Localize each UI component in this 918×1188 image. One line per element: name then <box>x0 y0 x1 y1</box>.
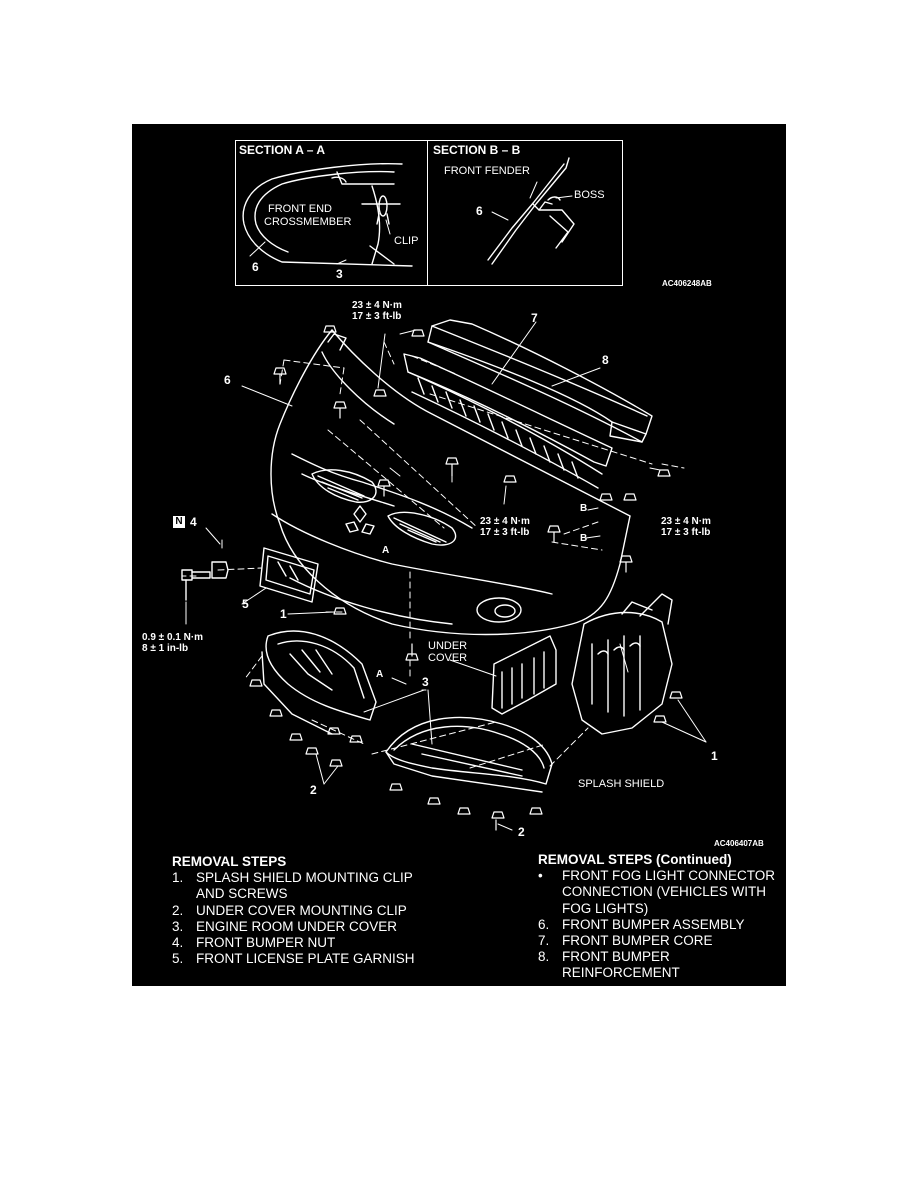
torque-spec-nut: 0.9 ± 0.1 N·m 8 ± 1 in-lb <box>142 632 203 654</box>
callout-5: 5 <box>242 597 249 611</box>
front-end-label-line2: CROSSMEMBER <box>264 216 352 228</box>
removal-steps-right: REMOVAL STEPS (Continued) • FRONT FOG LI… <box>538 852 784 982</box>
exploded-view-art <box>181 157 707 831</box>
callout-7: 7 <box>531 311 538 325</box>
splash-shield-label: SPLASH SHIELD <box>578 778 665 790</box>
front-bumper-drawing <box>270 329 631 636</box>
front-end-label-line1: FRONT END <box>268 203 332 215</box>
section-inset-divider <box>427 140 428 286</box>
callout-1-left: 1 <box>280 607 287 621</box>
clip-label: CLIP <box>394 235 419 247</box>
main-figure-code: AC406407AB <box>714 839 764 848</box>
section-b-leaders <box>491 181 573 221</box>
callout-8: 8 <box>602 353 609 367</box>
leader-lines <box>185 321 707 831</box>
callout-6: 6 <box>224 373 231 387</box>
torque-spec-top: 23 ± 4 N·m 17 ± 3 ft-lb <box>352 300 402 322</box>
removal-steps-heading: REMOVAL STEPS <box>172 854 287 869</box>
boss-label: BOSS <box>574 189 605 201</box>
section-b-drawing <box>487 157 575 265</box>
removal-step: 2. UNDER COVER MOUNTING CLIP <box>172 902 407 918</box>
torque-right-nm: 23 ± 4 N·m <box>661 516 711 527</box>
torque-top-ftlb: 17 ± 3 ft-lb <box>352 311 402 322</box>
section-b-marker-bottom: B <box>580 533 588 544</box>
torque-nut-inlb: 8 ± 1 in-lb <box>142 643 189 654</box>
section-a-callout-3: 3 <box>336 267 343 281</box>
callout-4: 4 <box>190 515 197 529</box>
torque-spec-right: 23 ± 4 N·m 17 ± 3 ft-lb <box>661 516 711 538</box>
section-a-marker-bottom: A <box>376 669 384 680</box>
callout-1-right: 1 <box>711 749 718 763</box>
fasteners <box>249 325 683 831</box>
torque-spec-mid: 23 ± 4 N·m 17 ± 3 ft-lb <box>480 516 530 538</box>
torque-mid-ftlb: 17 ± 3 ft-lb <box>480 527 530 538</box>
under-cover-line2: COVER <box>428 652 468 664</box>
under-cover-line1: UNDER <box>428 640 468 652</box>
torque-mid-nm: 23 ± 4 N·m <box>480 516 530 527</box>
callout-3: 3 <box>422 675 429 689</box>
section-a-callout-6: 6 <box>252 260 259 274</box>
license-plate-garnish-drawing <box>259 547 319 603</box>
removal-steps-continued-heading: REMOVAL STEPS (Continued) <box>538 852 732 867</box>
section-inset-frame <box>235 140 623 286</box>
callout-2-left: 2 <box>310 783 317 797</box>
removal-step: 5. FRONT LICENSE PLATE GARNISH <box>172 951 415 967</box>
new-part-badge: N <box>173 516 185 528</box>
left-under-cover-drawing <box>261 630 377 735</box>
front-fender-label: FRONT FENDER <box>444 165 530 177</box>
torque-nut-nm: 0.9 ± 0.1 N·m <box>142 632 204 643</box>
removal-step: 6. FRONT BUMPER ASSEMBLY <box>538 916 745 932</box>
section-a-leaders <box>249 219 391 265</box>
section-b-title: SECTION B – B <box>433 143 521 157</box>
bumper-nut-drawing <box>181 561 229 601</box>
bumper-reinforcement-drawing <box>427 319 653 443</box>
section-a-marker-top: A <box>382 545 390 556</box>
bumper-core-drawing <box>403 353 613 489</box>
removal-step: 7. FRONT BUMPER CORE <box>538 933 713 949</box>
section-a-drawing <box>242 163 413 267</box>
removal-steps-left: REMOVAL STEPS 1. SPLASH SHIELD MOUNTING … <box>172 854 462 967</box>
splash-shield-drawing <box>571 593 673 735</box>
torque-right-ftlb: 17 ± 3 ft-lb <box>661 527 711 538</box>
removal-step: 3. ENGINE ROOM UNDER COVER <box>172 918 398 934</box>
callout-2-bottom: 2 <box>518 825 525 839</box>
section-a-title: SECTION A – A <box>239 143 326 157</box>
under-cover-label: UNDER COVER <box>428 640 467 664</box>
section-b-callout-6: 6 <box>476 204 483 218</box>
inset-figure-code: AC406248AB <box>662 279 712 288</box>
removal-step: 4. FRONT BUMPER NUT <box>172 935 336 951</box>
diagram-figure: SECTION A – A SECTION B – B FRONT END CR… <box>132 124 786 986</box>
section-b-marker-top: B <box>580 503 588 514</box>
under-cover-drawing <box>491 635 557 715</box>
torque-top-nm: 23 ± 4 N·m <box>352 300 402 311</box>
